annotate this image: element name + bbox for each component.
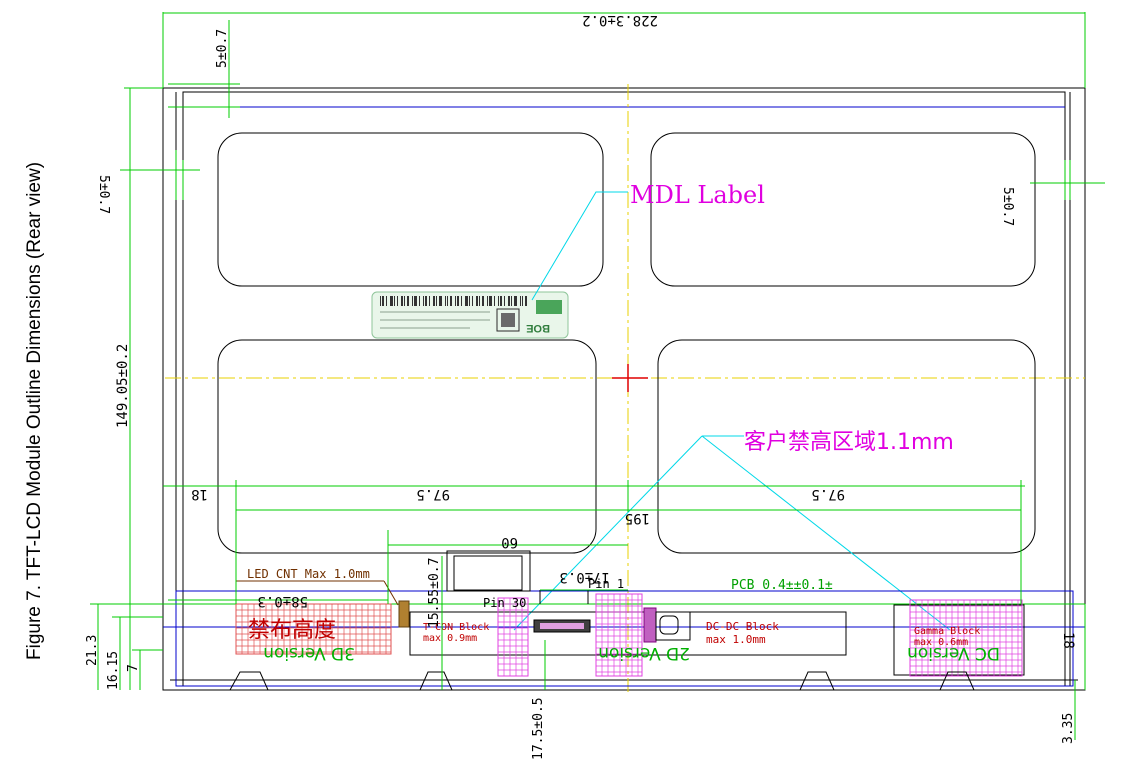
forbidden-text: 禁布高度	[248, 618, 336, 643]
dim-top-offset: 5±0.7	[215, 29, 230, 68]
dim-left-pad: 18	[191, 486, 208, 502]
mdl-sticker: BOE	[371, 291, 569, 339]
bottom-tabs	[229, 671, 975, 691]
sticker-brand: BOE	[526, 322, 550, 334]
dimension-lines	[90, 12, 1105, 740]
mirror-dc-text: DC Version	[907, 643, 1000, 663]
dim-left-21-3: 21.3	[85, 635, 100, 666]
gamma-text: Gamma Block	[914, 626, 980, 637]
dim-bottom-3-35: 3.35	[1061, 713, 1076, 744]
dim-overall-width: 228.3±0.2	[582, 12, 658, 28]
component-grids	[497, 593, 1023, 677]
mdl-label-text: MDL Label	[630, 181, 765, 209]
dim-offset-17: 17±0.3	[559, 569, 610, 585]
pcb-region	[163, 550, 1085, 687]
dimension-texts: 228.3±0.2 5±0.7 5±0.7 5±0.7 149.05±0.2 1…	[85, 12, 1076, 760]
tcon-text: T-CON Block	[423, 622, 489, 633]
grid-block-tcon	[497, 597, 529, 677]
dim-offset-15-55: 15.55±0.7	[427, 558, 442, 628]
dim-left-offset: 5±0.7	[96, 175, 111, 214]
grid-block-center	[595, 593, 643, 677]
restricted-zone-callout: 客户禁高区域1.1mm	[513, 430, 954, 631]
grid-block-gamma	[909, 599, 1023, 677]
mirror-3d-text: 3D Version	[263, 643, 355, 663]
dcdc-text: DC-DC Block	[706, 620, 779, 633]
pin30-text: Pin 30	[483, 596, 526, 610]
dcdc-max-text: max 1.0mm	[706, 633, 766, 646]
dim-width-60: 60	[501, 534, 518, 550]
pcb-texts: LED CNT Max 1.0mm PCB 0.4±±0.1± Pin 30 P…	[236, 567, 1000, 663]
dim-span-195: 195	[625, 510, 650, 526]
pin1-text: Pin 1	[588, 577, 624, 591]
mirror-2d-text: 2D Version	[598, 643, 690, 663]
pcb-text: PCB 0.4±±0.1±	[731, 578, 833, 593]
dim-left-7: 7	[126, 664, 141, 672]
led-cnt-text: LED CNT Max 1.0mm	[247, 567, 370, 581]
forbidden-block: 禁布高度	[235, 600, 410, 655]
dim-right-offset: 5±0.7	[1000, 187, 1015, 226]
gamma-max-text: max 0.6mm	[914, 637, 968, 648]
dim-offset-58: 58±0.3	[257, 593, 308, 609]
restricted-zone-text: 客户禁高区域1.1mm	[744, 430, 954, 455]
dim-left-16-15: 16.15	[106, 651, 121, 690]
backlight-pockets	[217, 132, 1036, 554]
tcon-max-text: max 0.9mm	[423, 633, 477, 644]
dim-right-18: 18	[1060, 632, 1076, 649]
dim-offset-17-5: 17.5±0.5	[531, 697, 546, 760]
dim-overall-height: 149.05±0.2	[115, 344, 131, 428]
dim-half-a: 97.5	[416, 486, 450, 502]
mdl-label-callout: MDL Label	[531, 181, 765, 301]
grid-block-forbidden	[235, 603, 392, 655]
dim-half-b: 97.5	[811, 486, 845, 502]
